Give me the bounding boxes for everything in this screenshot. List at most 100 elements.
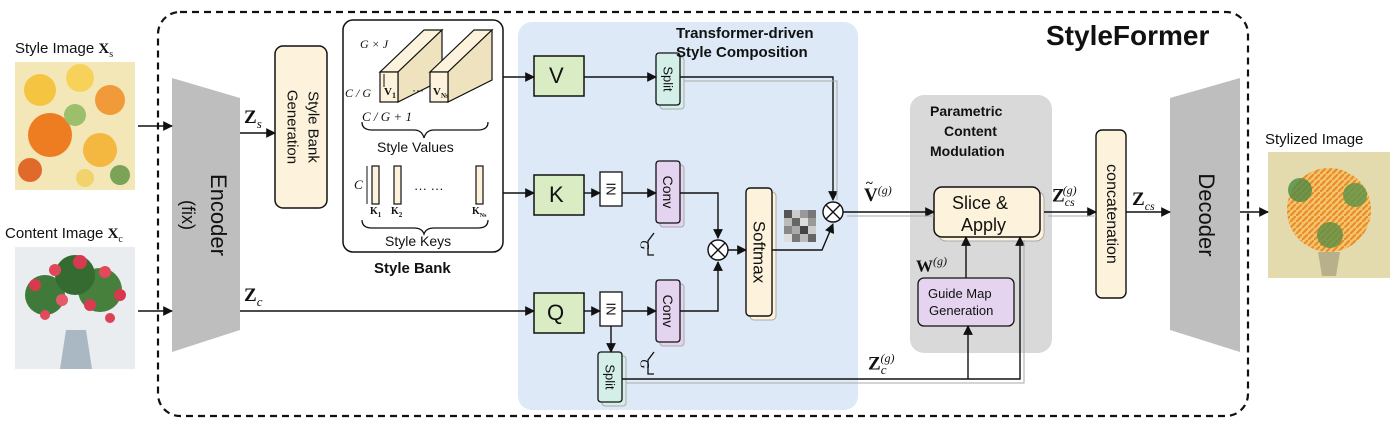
style-image-label: Style Image Xs <box>15 41 113 60</box>
softmax-box <box>745 187 777 321</box>
g-label-k: G <box>637 240 653 250</box>
conv-box-k <box>655 160 685 228</box>
v-g-label: V~(g) <box>864 176 892 207</box>
g-label-q: G <box>637 359 653 369</box>
tilde-mark: ~ <box>866 175 873 191</box>
slice-apply-box <box>933 186 1045 242</box>
zc-g-sup: (g) <box>880 351 895 365</box>
kn-main: K <box>472 206 480 217</box>
v-g-main: V <box>864 185 878 207</box>
k-label: K <box>549 182 564 207</box>
split-label-bottom: Split <box>602 364 618 390</box>
zcs-main: Z <box>1132 189 1145 210</box>
split-box-bottom <box>597 351 627 407</box>
slice-apply-line1: Slice & <box>952 193 1009 213</box>
zc-sub: c <box>256 293 263 309</box>
stylized-image-label: Stylized Image <box>1265 131 1364 148</box>
stylized-image <box>1268 152 1390 278</box>
content-image-var: X <box>107 226 119 242</box>
zcs-g-main: Z <box>1052 185 1065 207</box>
zc-g-label: Zc(g) <box>868 352 900 376</box>
values-ellipsis: ··· <box>412 83 424 97</box>
multiply-op-kq <box>707 239 729 261</box>
split-label-top: Split <box>660 66 676 92</box>
styleformer-border <box>156 10 1250 418</box>
dim-gj: G × J <box>360 37 389 51</box>
dim-cg1: C / G + 1 <box>362 109 412 124</box>
v-g-main-wrap: V~ <box>864 176 878 207</box>
dim-c: C <box>354 177 363 192</box>
v1-sub: 1 <box>391 91 396 101</box>
encoder-note: (fix) <box>178 200 198 230</box>
k2-main: K <box>391 206 399 217</box>
k-box <box>533 174 585 216</box>
v-label: V <box>549 63 564 88</box>
zs-main: Z <box>244 107 257 128</box>
vn-label: VNs <box>433 87 449 100</box>
zcs-sub: cs <box>1144 198 1155 213</box>
modulation-title-line2: Content <box>944 123 997 139</box>
style-image-var: X <box>98 41 110 57</box>
zc-g-main: Z <box>868 353 881 375</box>
decoder-block <box>1170 78 1240 352</box>
style-key-vectors <box>366 165 484 205</box>
k2-label: K2 <box>391 207 402 219</box>
zcs-g-label: Zcs(g) <box>1052 184 1089 208</box>
connections <box>138 72 1269 380</box>
softmax-label: Softmax <box>749 220 769 284</box>
attention-map <box>784 210 816 242</box>
content-image <box>15 247 135 369</box>
style-bank-generation-line2: Generation <box>283 89 301 165</box>
keys-ellipsis: ··· ··· <box>414 181 444 196</box>
multiply-op-v <box>822 201 844 223</box>
shadow-lines <box>626 80 1096 384</box>
zcs-g-sub: cs <box>1064 195 1075 210</box>
style-bank-generation-line1: Style Bank <box>304 91 322 163</box>
modulation-title-line3: Modulation <box>930 143 1005 159</box>
transformer-title-line2: Style Composition <box>676 44 808 61</box>
v-g-sup: (g) <box>877 183 892 197</box>
encoder-block <box>172 78 240 352</box>
content-image-label: Content Image Xc <box>5 226 123 245</box>
zs-sub: s <box>256 115 262 131</box>
guide-map-line2: Generation <box>929 303 994 318</box>
k2-sub: 2 <box>398 211 403 219</box>
kn-label: KNs <box>472 206 487 220</box>
style-value-prism-ns <box>428 28 494 103</box>
in-label-k: IN <box>603 182 619 196</box>
kn-sub: Ns <box>479 213 487 219</box>
zcs-label: Zcs <box>1132 190 1155 212</box>
content-image-var-sub: c <box>118 234 123 245</box>
vn-sub: Ns <box>440 92 449 101</box>
in-label-q: IN <box>603 302 619 316</box>
split-box-top <box>655 52 685 110</box>
decoder-label: Decoder <box>1194 173 1219 257</box>
modulation-title-line1: Parametric <box>930 103 1003 119</box>
dim-cg: C / G <box>345 86 372 100</box>
content-image-label-text: Content Image <box>5 225 104 242</box>
style-image-var-sub: s <box>109 49 114 60</box>
k1-sub: 1 <box>377 211 382 219</box>
conv-label-q: Conv <box>660 294 676 328</box>
zc-label: Zc <box>244 286 262 308</box>
g-bracket-q <box>647 351 655 375</box>
w-g-label: W(g) <box>916 255 947 275</box>
concatenation-label: concatenation <box>1103 164 1120 264</box>
w-g-main: W <box>916 256 933 276</box>
style-bank-generation-box <box>274 45 328 209</box>
style-image-label-text: Style Image <box>15 40 95 57</box>
g-bracket-k <box>647 232 655 256</box>
q-label: Q <box>547 300 565 325</box>
conv-box-q <box>655 279 685 347</box>
transformer-title-line1: Transformer-driven <box>676 25 814 42</box>
guide-map-line1: Guide Map <box>928 286 992 301</box>
conv-label-k: Conv <box>660 175 676 209</box>
style-values-brace <box>361 121 489 139</box>
zc-main: Z <box>244 285 257 306</box>
style-keys-brace <box>361 219 489 237</box>
vn-main: V <box>433 86 441 98</box>
encoder-label: Encoder <box>206 174 231 256</box>
zcs-g-sup: (g) <box>1062 183 1077 197</box>
